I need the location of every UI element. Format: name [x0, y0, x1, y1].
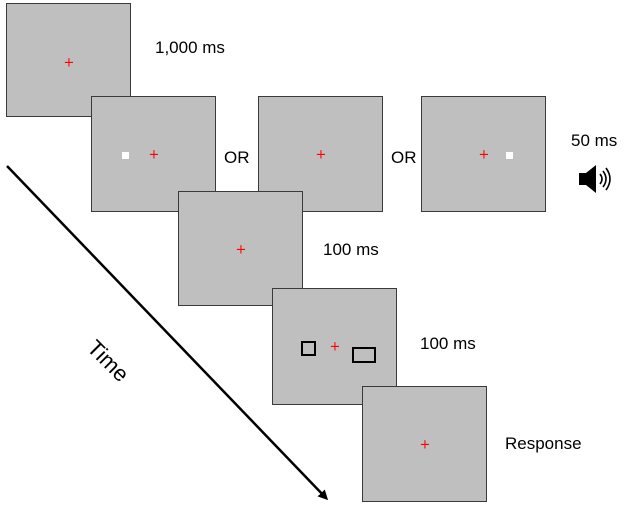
frame-cue-right: + — [421, 96, 546, 212]
duration-1000ms: 1,000 ms — [155, 38, 225, 57]
or-label-1: OR — [224, 148, 250, 167]
fixation-cross: + — [148, 147, 160, 163]
frame-fixation-1: + — [6, 3, 131, 117]
speaker-icon — [579, 165, 611, 193]
cue-dot-left — [122, 152, 129, 159]
duration-50ms: 50 ms — [571, 131, 618, 150]
fixation-cross: + — [329, 339, 341, 355]
response-label: Response — [505, 434, 582, 453]
duration-100ms-2: 100 ms — [420, 334, 476, 353]
frame-response: + — [362, 386, 487, 502]
fixation-cross: + — [315, 147, 327, 163]
target-square — [301, 341, 316, 356]
frame-fixation-2: + — [178, 191, 303, 306]
fixation-cross: + — [63, 55, 75, 71]
duration-100ms-1: 100 ms — [323, 240, 379, 259]
fixation-cross: + — [419, 437, 431, 453]
frame-targets: + — [272, 288, 397, 405]
target-rectangle — [352, 347, 376, 363]
cue-dot-right — [506, 152, 513, 159]
fixation-cross: + — [235, 242, 247, 258]
fixation-cross: + — [478, 147, 490, 163]
or-label-2: OR — [391, 148, 417, 167]
